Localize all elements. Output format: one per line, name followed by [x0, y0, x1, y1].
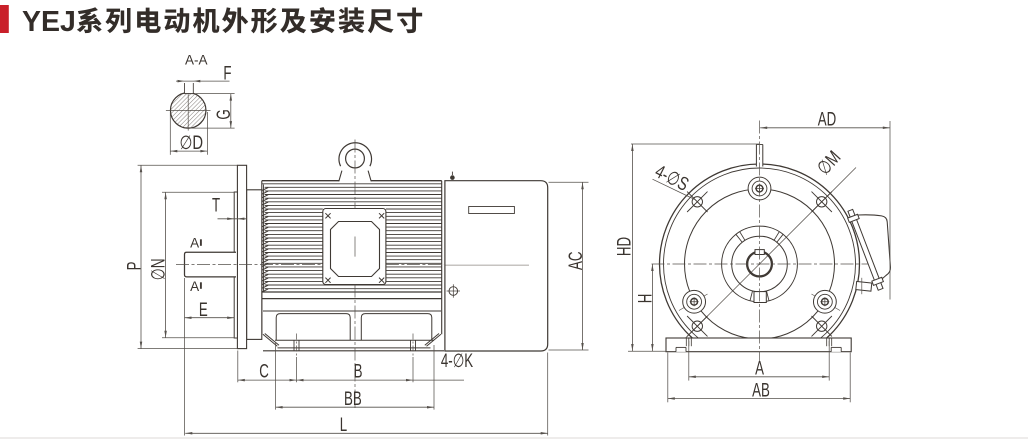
svg-text:H: H	[635, 294, 656, 304]
svg-text:G: G	[214, 109, 235, 119]
svg-text:A: A	[190, 236, 199, 251]
svg-text:T: T	[212, 195, 220, 216]
svg-text:∅D: ∅D	[180, 132, 204, 153]
svg-text:∅N: ∅N	[147, 258, 169, 280]
svg-text:F: F	[223, 63, 231, 84]
svg-text:BB: BB	[344, 389, 362, 410]
svg-text:YEJ: YEJ	[22, 6, 76, 38]
svg-text:4-∅K: 4-∅K	[441, 351, 473, 372]
svg-text:A: A	[755, 358, 764, 379]
svg-text:AD: AD	[818, 109, 837, 130]
svg-text:HD: HD	[614, 237, 635, 256]
svg-text:L: L	[340, 415, 347, 436]
svg-text:B: B	[354, 361, 363, 382]
svg-text:P: P	[124, 262, 145, 271]
svg-text:A-A: A-A	[185, 52, 208, 67]
svg-text:C: C	[259, 361, 269, 382]
svg-text:A: A	[190, 279, 199, 294]
svg-text:E: E	[199, 300, 208, 321]
svg-text:AB: AB	[752, 380, 770, 401]
svg-text:AC: AC	[566, 251, 587, 270]
